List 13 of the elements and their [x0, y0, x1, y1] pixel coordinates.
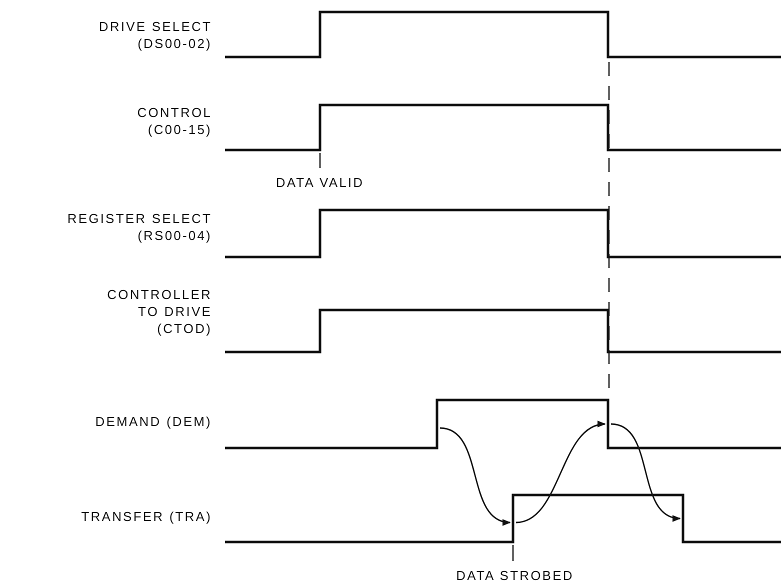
signal-name: CONTROL (C00-15) — [136, 104, 212, 138]
arrow — [516, 422, 606, 524]
waveform — [225, 398, 781, 450]
signal-name: DEMAND (DEM) — [94, 413, 212, 430]
signal-name: REGISTER SELECT (RS00-04) — [66, 210, 212, 244]
signal-name: TRANSFER (TRA) — [80, 508, 212, 525]
signal-name: DRIVE SELECT (DS00-02) — [98, 18, 212, 52]
arrow — [610, 423, 681, 520]
waveform — [225, 494, 781, 544]
signal-name: CONTROLLER TO DRIVE (CTOD) — [106, 286, 212, 337]
timing-note: DATA VALID — [274, 174, 366, 191]
timing-note: DATA STROBED — [455, 567, 575, 584]
arrow — [440, 427, 511, 524]
